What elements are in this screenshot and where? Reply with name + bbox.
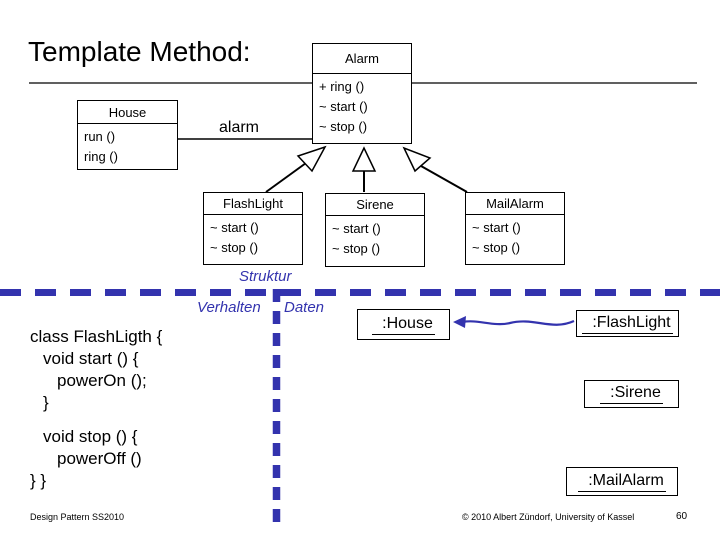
slide-title: Template Method:	[28, 36, 251, 67]
member-line: run ()	[84, 129, 116, 144]
class-name-house: House	[78, 101, 177, 124]
code-line: powerOff ()	[57, 449, 142, 468]
member-line: ~ start ()	[210, 220, 259, 235]
annotation-arrowhead	[453, 316, 466, 328]
member-line: ~ stop ()	[332, 241, 381, 256]
inheritance-arrowhead-flashlight	[296, 145, 327, 173]
section-label-daten: Daten	[284, 299, 325, 316]
code-line: void start () {	[43, 349, 139, 368]
code-block: class FlashLigth { void start () { power…	[30, 326, 162, 492]
code-line: }	[43, 393, 49, 412]
code-line: class FlashLigth {	[30, 327, 163, 346]
inheritance-line-flashlight	[265, 162, 307, 193]
class-box-sirene: Sirene ~ start () ~ stop ()	[325, 193, 425, 267]
class-box-house: House run () ring ()	[77, 100, 178, 170]
object-name-flashlight: :FlashLight	[582, 314, 673, 334]
member-line: ring ()	[84, 149, 118, 164]
member-line: ~ start ()	[332, 221, 381, 236]
code-line: } }	[30, 471, 47, 490]
page-number: 60	[676, 511, 688, 522]
object-box-flashlight: :FlashLight	[576, 310, 679, 337]
class-name-mailalarm: MailAlarm	[466, 193, 564, 215]
code-line: powerOn ();	[57, 371, 147, 390]
footer-course-label: Design Pattern SS2010	[30, 512, 125, 522]
class-name-sirene: Sirene	[326, 194, 424, 216]
object-name-sirene: :Sirene	[600, 384, 663, 404]
object-box-house: :House	[357, 309, 450, 340]
house-flashlight-annotation-curve	[462, 319, 575, 326]
inheritance-arrowhead-sirene	[351, 146, 377, 172]
section-label-verhalten: Verhalten	[197, 299, 261, 316]
member-line: ~ stop ()	[472, 240, 521, 255]
member-line: ~ stop ()	[210, 240, 259, 255]
member-line: ~ start ()	[472, 220, 521, 235]
object-box-sirene: :Sirene	[584, 380, 679, 408]
class-box-mailalarm: MailAlarm ~ start () ~ stop ()	[465, 192, 565, 265]
object-name-house: :House	[372, 315, 435, 335]
section-label-struktur: Struktur	[239, 268, 292, 285]
object-name-mailalarm: :MailAlarm	[578, 472, 666, 492]
object-box-mailalarm: :MailAlarm	[566, 467, 678, 496]
association-label-alarm: alarm	[219, 119, 260, 136]
class-box-alarm: Alarm + ring () ~ start () ~ stop ()	[312, 43, 412, 144]
member-line: ~ start ()	[319, 99, 368, 114]
class-name-flashlight: FlashLight	[204, 193, 302, 215]
class-name-alarm: Alarm	[313, 44, 411, 74]
code-line: void stop () {	[43, 427, 138, 446]
member-line: + ring ()	[319, 79, 365, 94]
footer-copyright: © 2010 Albert Zündorf, University of Kas…	[462, 512, 635, 522]
inheritance-line-mailalarm	[420, 165, 468, 193]
class-box-flashlight: FlashLight ~ start () ~ stop ()	[203, 192, 303, 265]
member-line: ~ stop ()	[319, 119, 368, 134]
inheritance-arrowhead-mailalarm	[402, 146, 432, 173]
